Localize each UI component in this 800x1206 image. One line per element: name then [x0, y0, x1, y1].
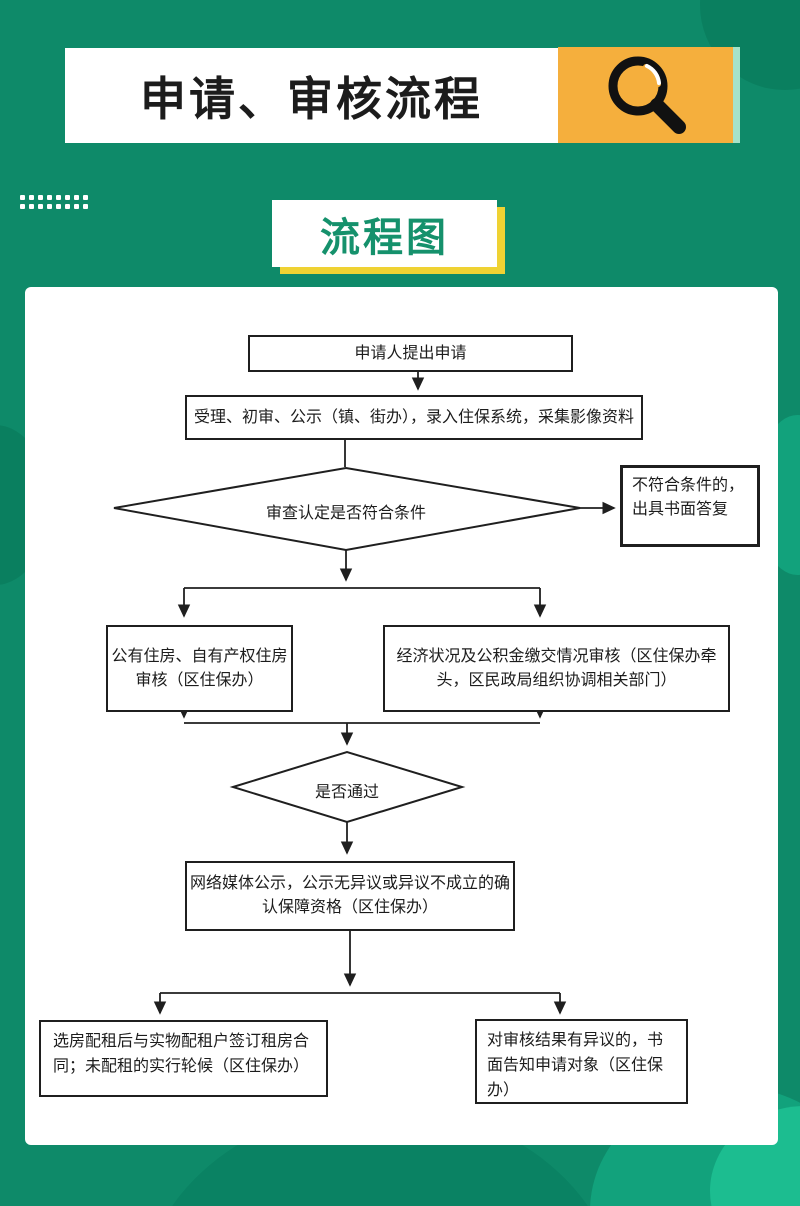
flow-node-intake: 受理、初审、公示（镇、街办），录入住保系统，采集影像资料 [185, 395, 643, 440]
magnifier-icon [608, 56, 686, 134]
flow-decision-eligibility-label: 审查认定是否符合条件 [265, 505, 426, 522]
flow-connectors [113, 372, 616, 1015]
flowchart-panel: 申请人提出申请 受理、初审、公示（镇、街办），录入住保系统，采集影像资料 审查认… [25, 287, 778, 1145]
title-banner: 申请、审核流程 [65, 48, 558, 143]
flow-node-apply: 申请人提出申请 [248, 335, 573, 372]
flow-node-economic-review: 经济状况及公积金缴交情况审核（区住保办牵头，区民政局组织协调相关部门） [383, 625, 730, 712]
flow-node-housing-review: 公有住房、自有产权住房审核（区住保办） [106, 625, 293, 712]
flow-node-allocation: 选房配租后与实物配租户签订租房合同；未配租的实行轮候（区住保办） [39, 1020, 328, 1097]
accent-block [558, 47, 733, 143]
flow-node-written-reply: 不符合条件的，出具书面答复 [620, 465, 760, 547]
section-badge: 流程图 [272, 200, 497, 267]
section-badge-label: 流程图 [320, 215, 449, 260]
decision-eligibility-diamond [113, 466, 581, 552]
decision-pass-diamond [229, 750, 466, 824]
flow-decision-pass-label: 是否通过 [314, 784, 379, 801]
flow-node-objection: 对审核结果有异议的，书面告知申请对象（区住保办） [475, 1019, 688, 1104]
dots-decoration [20, 195, 88, 209]
accent-strip [733, 47, 740, 143]
page-title: 申请、审核流程 [140, 72, 483, 125]
flow-node-publicity: 网络媒体公示，公示无异议或异议不成立的确认保障资格（区住保办） [185, 861, 515, 931]
